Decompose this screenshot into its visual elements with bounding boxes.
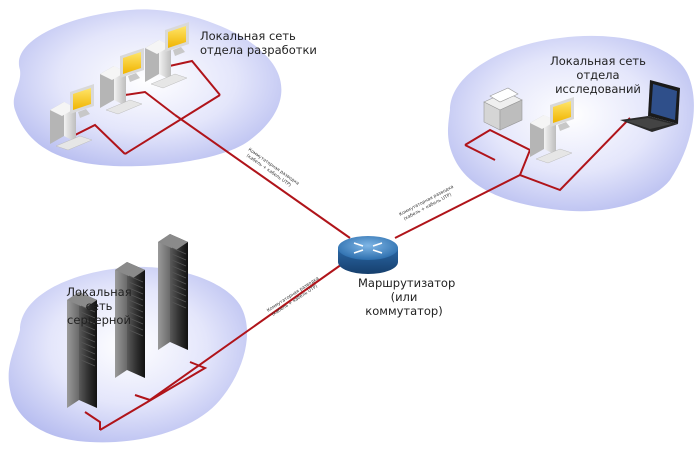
research-network-zone — [447, 35, 694, 212]
dev-cable-bus — [124, 94, 221, 155]
research-network-title: Локальная сеть отдела исследований — [548, 54, 648, 96]
research-cable-bus — [464, 117, 631, 192]
cable-dev-router — [174, 114, 351, 239]
research-network-title-line3: исследований — [555, 82, 641, 96]
dev-network-title-line1: Локальная сеть — [200, 29, 296, 43]
dev-network-title-line2: отдела разработки — [200, 43, 317, 57]
printer-icon — [483, 87, 523, 131]
cable-research-router — [394, 174, 521, 239]
server-cable-bus — [99, 361, 208, 431]
cable-label-research: Коммутаторная разводка (кабель + кабель … — [398, 184, 455, 222]
cable-label-dev-line2: (кабель + кабель UTP) — [245, 153, 292, 189]
server-network-title-line1: Локальная сеть — [66, 285, 132, 313]
server-3 — [157, 233, 189, 351]
research-network-title-line2: отдела — [576, 68, 620, 82]
router-icon — [338, 236, 398, 274]
dev-network-zone — [13, 9, 282, 167]
research-network-title-line1: Локальная сеть — [550, 54, 646, 68]
cable-label-server-line2: (кабель + кабель UTP) — [271, 283, 319, 317]
router-label-line2: (или коммутатор) — [365, 290, 443, 318]
server-network-title: Локальная сеть серверной — [53, 285, 145, 327]
cables — [74, 59, 631, 431]
router-label-line1: Маршрутизатор — [358, 276, 456, 290]
cable-label-dev-line1: Коммутаторная разводка — [247, 147, 300, 187]
cable-server-router — [149, 261, 346, 401]
cable-label-server-line1: Коммутаторная разводка — [266, 275, 321, 313]
router-label: Маршрутизатор (или коммутатор) — [358, 276, 456, 318]
laptop-icon — [620, 80, 680, 132]
cable-label-server: Коммутаторная разводка (кабель + кабель … — [266, 275, 321, 317]
server-network-title-line2: серверной — [67, 313, 131, 327]
dev-network-title: Локальная сеть отдела разработки — [200, 29, 317, 57]
